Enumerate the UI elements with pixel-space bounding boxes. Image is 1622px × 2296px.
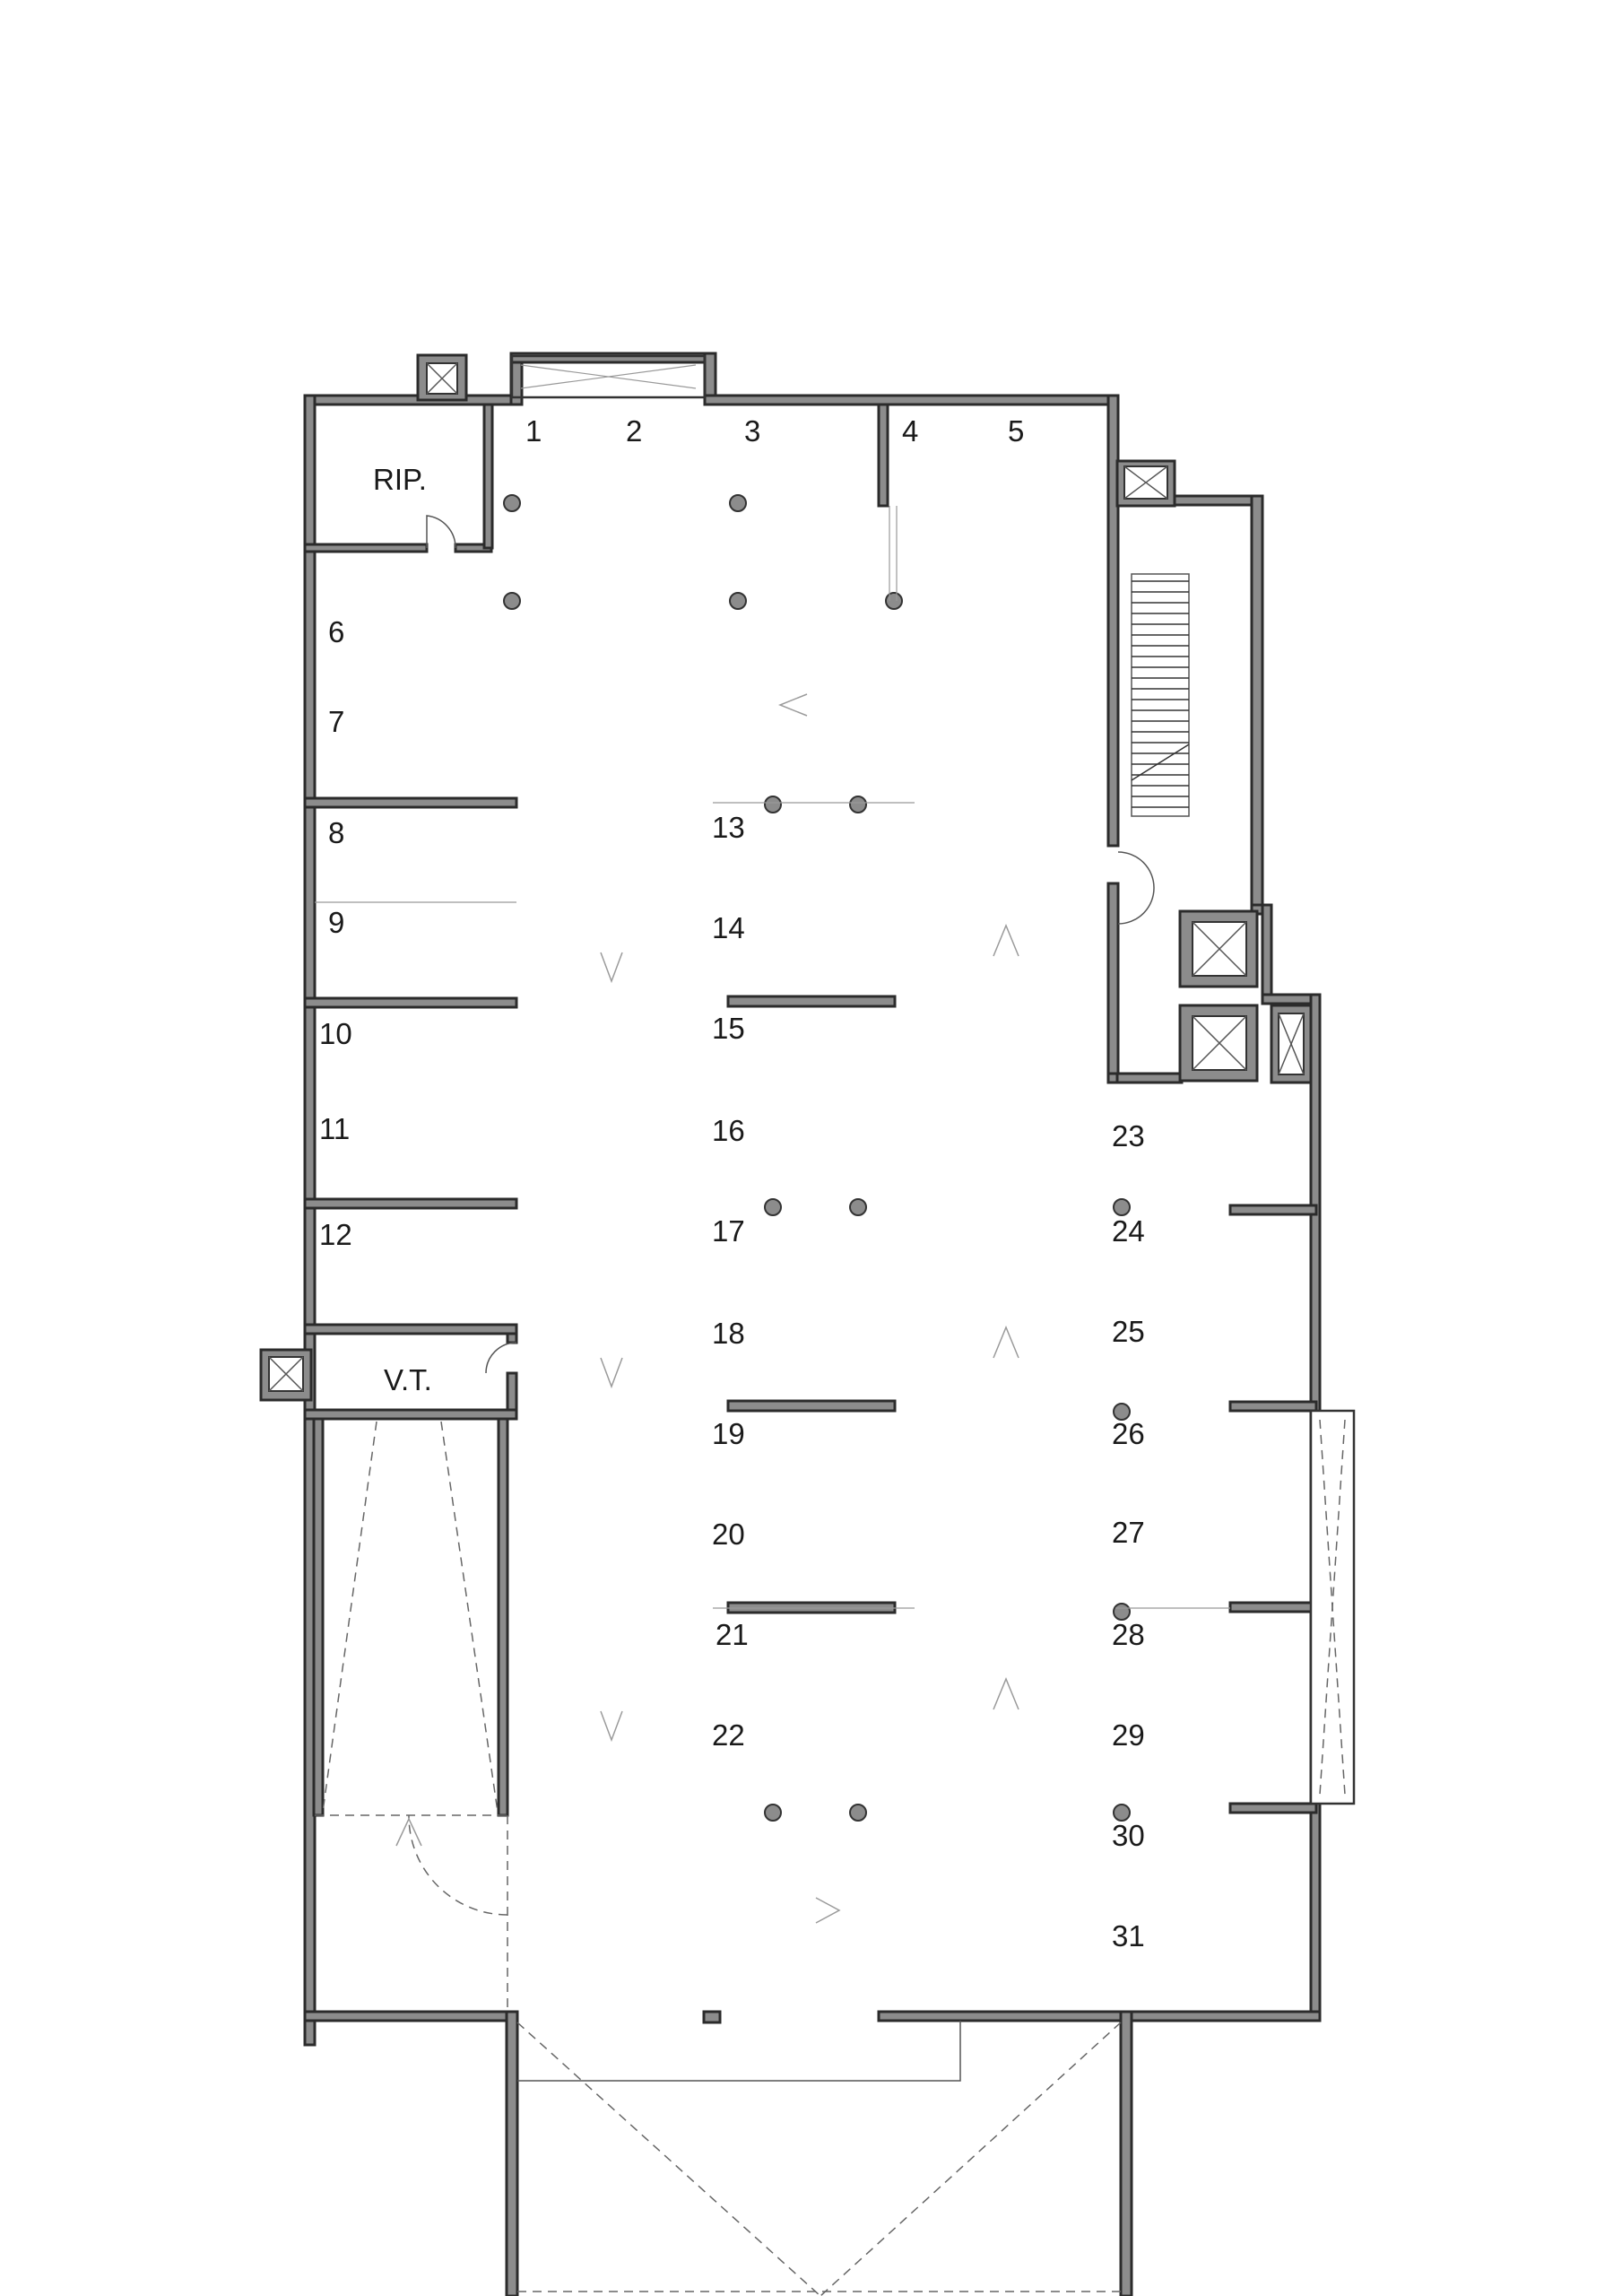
stair-break-line xyxy=(1131,744,1190,781)
column xyxy=(1113,1403,1131,1421)
stair-outline xyxy=(1131,573,1190,817)
space-number: 21 xyxy=(716,1618,749,1651)
space-number: 12 xyxy=(319,1218,352,1251)
room-label-vt: V.T. xyxy=(384,1363,432,1396)
space-number: 20 xyxy=(712,1518,745,1551)
space-number: 16 xyxy=(712,1114,745,1147)
column xyxy=(764,1198,782,1216)
space-number: 6 xyxy=(328,615,344,648)
space-number: 22 xyxy=(712,1718,745,1752)
space-number: 28 xyxy=(1112,1618,1145,1651)
space-number: 19 xyxy=(712,1417,745,1450)
column xyxy=(885,592,903,610)
room-label-rip: RIP. xyxy=(373,463,427,496)
space-number: 14 xyxy=(712,911,745,944)
room-labels: RIP. V.T. xyxy=(373,463,432,1396)
space-number: 2 xyxy=(626,414,642,448)
column xyxy=(849,1804,867,1822)
space-number: 18 xyxy=(712,1317,745,1350)
staircase xyxy=(1131,573,1190,817)
space-number: 24 xyxy=(1112,1214,1145,1248)
ramp-lines xyxy=(315,506,1230,2296)
column xyxy=(729,592,747,610)
column xyxy=(849,1198,867,1216)
column xyxy=(764,1804,782,1822)
space-number: 10 xyxy=(319,1017,352,1050)
space-number: 25 xyxy=(1112,1315,1145,1348)
space-number: 9 xyxy=(328,906,344,939)
column xyxy=(849,796,867,813)
interior-walls xyxy=(303,403,1119,2024)
space-number: 15 xyxy=(712,1012,745,1045)
space-number: 23 xyxy=(1112,1119,1145,1152)
space-number: 13 xyxy=(712,811,745,844)
space-number: 17 xyxy=(712,1214,745,1248)
space-number: 29 xyxy=(1112,1718,1145,1752)
traffic-arrows xyxy=(395,693,1019,1924)
column xyxy=(764,796,782,813)
doors xyxy=(426,515,1155,1374)
space-number: 31 xyxy=(1112,1919,1145,1952)
columns xyxy=(503,494,1131,1822)
column xyxy=(503,592,521,610)
column xyxy=(503,494,521,512)
space-number: 4 xyxy=(902,414,918,448)
shafts xyxy=(259,353,1356,1805)
column xyxy=(1113,1804,1131,1822)
space-number: 8 xyxy=(328,816,344,849)
parking-space-labels: 1 2 3 4 5 6 7 8 9 10 11 12 13 14 15 16 1… xyxy=(319,414,1145,1952)
space-number: 3 xyxy=(744,414,760,448)
space-number: 30 xyxy=(1112,1819,1145,1852)
space-number: 5 xyxy=(1008,414,1024,448)
space-number: 7 xyxy=(328,705,344,738)
space-number: 27 xyxy=(1112,1516,1145,1549)
space-number: 26 xyxy=(1112,1417,1145,1450)
space-number: 11 xyxy=(319,1112,350,1145)
column xyxy=(1113,1198,1131,1216)
column xyxy=(729,494,747,512)
space-number: 1 xyxy=(525,414,542,448)
